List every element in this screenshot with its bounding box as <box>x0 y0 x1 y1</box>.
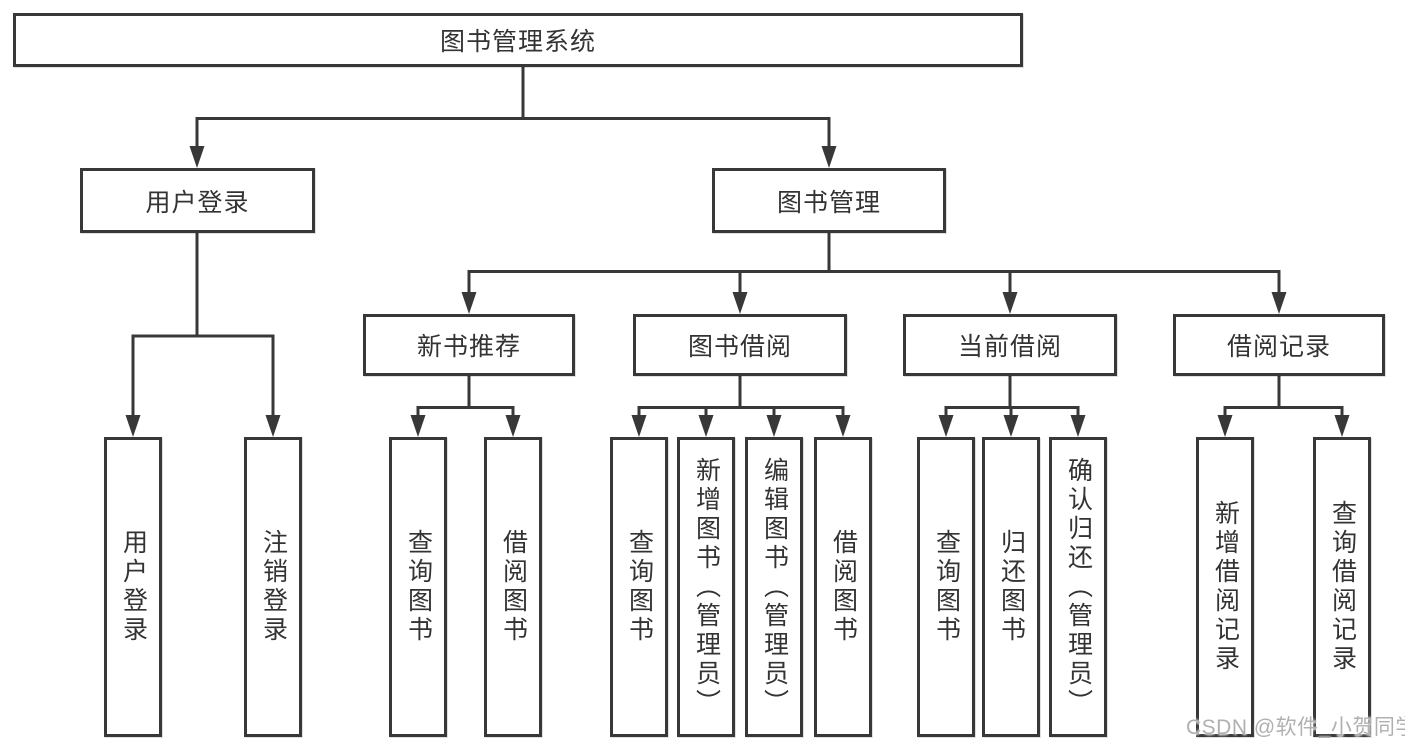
arrowhead-cb-query <box>938 415 954 437</box>
leaf-br-add-record-label: 新增借阅记录 <box>1211 500 1240 674</box>
arrowhead-br-add <box>1217 415 1233 437</box>
leaf-logout: 注销登录 <box>244 437 302 737</box>
leaf-bb-borrow-books: 借阅图书 <box>814 437 872 737</box>
leaf-logout-label: 注销登录 <box>259 529 288 645</box>
leaf-br-query-record-label: 查询借阅记录 <box>1328 500 1357 674</box>
arrowhead-new-book-recommend <box>461 292 477 314</box>
node-library-system: 图书管理系统 <box>13 13 1023 67</box>
leaf-nr-query-books-label: 查询图书 <box>404 529 433 645</box>
leaf-bb-borrow-books-label: 借阅图书 <box>829 529 858 645</box>
arrowhead-borrowing-records <box>1271 292 1287 314</box>
leaf-user-login: 用户登录 <box>104 437 162 737</box>
arrowhead-bb-edit <box>766 415 782 437</box>
connector-user-login-branch <box>131 334 275 424</box>
arrowhead-current-borrowing <box>1002 292 1018 314</box>
leaf-bb-add-books-admin-label: 新增图书（管理员） <box>692 456 721 718</box>
arrowhead-br-query <box>1334 415 1350 437</box>
csdn-watermark: CSDN @软件_小贺同学 <box>1186 716 1405 739</box>
arrowhead-nr-query <box>410 415 426 437</box>
arrowhead-leaf-logout <box>265 415 281 437</box>
node-borrowing-records: 借阅记录 <box>1173 314 1385 376</box>
leaf-cb-query-books: 查询图书 <box>917 437 975 737</box>
leaf-cb-confirm-return-admin-label: 确认归还（管理员） <box>1064 456 1093 718</box>
arrowhead-user-login <box>189 146 205 168</box>
leaf-br-add-record: 新增借阅记录 <box>1196 437 1254 737</box>
leaf-cb-return-books-label: 归还图书 <box>997 529 1026 645</box>
leaf-bb-edit-books-admin: 编辑图书（管理员） <box>745 437 803 737</box>
leaf-user-login-label: 用户登录 <box>119 529 148 645</box>
connector-book-borrowing-branch <box>637 406 845 424</box>
node-user-login: 用户登录 <box>80 168 315 233</box>
leaf-cb-return-books: 归还图书 <box>982 437 1040 737</box>
arrowhead-book-borrowing <box>732 292 748 314</box>
leaf-bb-query-books-label: 查询图书 <box>625 529 654 645</box>
connector-new-book-branch <box>416 406 515 424</box>
leaf-bb-add-books-admin: 新增图书（管理员） <box>677 437 735 737</box>
connector-current-borrowing-branch <box>944 406 1080 424</box>
arrowhead-cb-return <box>1003 415 1019 437</box>
leaf-nr-borrow-books: 借阅图书 <box>484 437 542 737</box>
node-book-management: 图书管理 <box>712 168 946 233</box>
node-book-borrowing: 图书借阅 <box>633 314 847 376</box>
node-new-book-recommend: 新书推荐 <box>363 314 575 376</box>
leaf-cb-query-books-label: 查询图书 <box>932 529 961 645</box>
arrowhead-bb-add <box>698 415 714 437</box>
leaf-br-query-record: 查询借阅记录 <box>1313 437 1371 737</box>
arrowhead-bb-query <box>631 415 647 437</box>
connector-level2-branch <box>195 117 831 152</box>
leaf-bb-edit-books-admin-label: 编辑图书（管理员） <box>760 456 789 718</box>
leaf-nr-query-books: 查询图书 <box>389 437 447 737</box>
leaf-cb-confirm-return-admin: 确认归还（管理员） <box>1049 437 1107 737</box>
arrowhead-nr-borrow <box>505 415 521 437</box>
arrowhead-book-management <box>821 146 837 168</box>
connector-borrowing-records-branch <box>1223 406 1344 424</box>
arrowhead-cb-confirm <box>1070 415 1086 437</box>
node-current-borrowing: 当前借阅 <box>903 314 1117 376</box>
leaf-nr-borrow-books-label: 借阅图书 <box>499 529 528 645</box>
arrowhead-bb-borrow <box>835 415 851 437</box>
arrowhead-leaf-user-login <box>125 415 141 437</box>
connector-level3-branch <box>467 270 1281 298</box>
leaf-bb-query-books: 查询图书 <box>610 437 668 737</box>
